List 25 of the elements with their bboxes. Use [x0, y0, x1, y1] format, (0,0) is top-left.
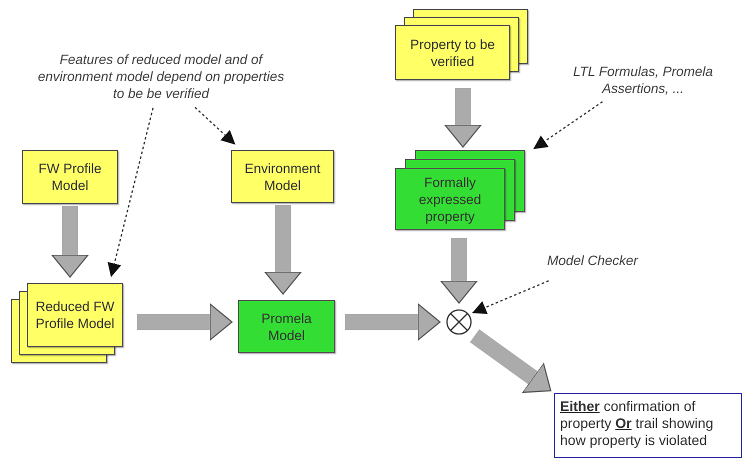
block-arrow [470, 329, 552, 393]
block-arrow [345, 303, 441, 341]
dotted-arrow [108, 108, 154, 278]
dotted-arrow [194, 106, 236, 146]
dotted-arrow [472, 280, 549, 314]
front-card: Property to be verified [395, 25, 510, 80]
block-arrow [444, 88, 482, 148]
model-box: FW Profile Model [22, 150, 118, 204]
annotation-text: Model Checker [540, 240, 645, 280]
card-stack [395, 150, 525, 230]
result-box: Either confirmation of property Or trail showing how property is violated [554, 393, 742, 458]
dotted-arrow [532, 101, 603, 150]
card-stack [11, 283, 123, 365]
block-arrow [51, 206, 89, 278]
block-arrow [264, 205, 302, 295]
block-arrow [440, 238, 478, 304]
model-box: Environment Model [231, 150, 334, 203]
card-stack [395, 9, 528, 80]
front-card: Reduced FW Profile Model [27, 283, 123, 347]
annotation-text: LTL Formulas, Promela Assertions, ... [548, 60, 738, 100]
annotation-text: Features of reduced model and of environment model depend on properties to be be verified [36, 46, 286, 106]
combine-symbol [446, 309, 472, 335]
model-box: Promela Model [238, 300, 335, 353]
front-card: Formally expressed property [395, 168, 505, 230]
block-arrow [137, 303, 233, 341]
